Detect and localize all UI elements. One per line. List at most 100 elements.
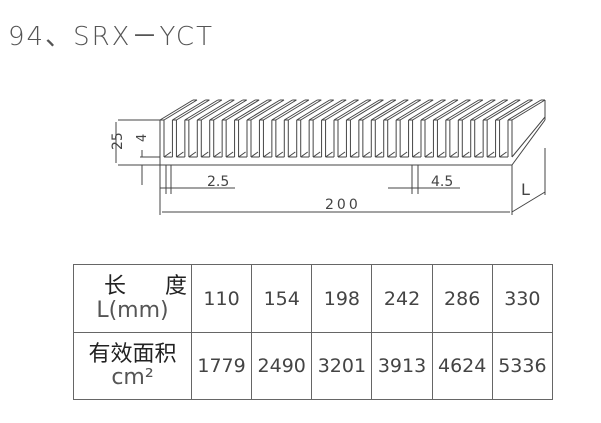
area-cell: 1779 [190, 332, 253, 400]
table-row-length: 长度 L(mm) 110 154 198 242 286 330 [73, 264, 554, 333]
fin-depth [395, 99, 430, 121]
gap-depth [275, 151, 284, 158]
fin-depth [234, 99, 268, 121]
area-cell: 3201 [311, 332, 373, 400]
fin-depth [163, 99, 198, 121]
fin-depth [176, 99, 210, 121]
area-unit: cm² [111, 365, 154, 390]
gap-depth [163, 151, 172, 158]
gap-depth [250, 151, 259, 158]
area-cell: 2490 [251, 332, 313, 400]
dim-fin-label: 2.5 [207, 174, 229, 190]
gap-depth [300, 151, 309, 158]
fin-depth [225, 99, 260, 121]
page-title: 94、SRX－YCT [8, 22, 214, 52]
length-cell: 286 [431, 264, 493, 333]
fin-depth [188, 99, 223, 121]
fin-depth [511, 99, 546, 121]
fin-depth [458, 99, 492, 121]
fin-depth [408, 99, 442, 121]
fin-depth [486, 99, 521, 121]
fin-depth [507, 99, 542, 121]
gap-depth [238, 151, 246, 158]
gap-depth [424, 151, 433, 158]
fin-depth [238, 99, 272, 121]
fin-depth [288, 99, 322, 121]
gap-depth [312, 151, 321, 158]
fin-depth [474, 99, 508, 121]
fin-depth [201, 99, 235, 121]
gap-depth [387, 151, 396, 158]
fin-depth [172, 99, 206, 121]
gap-depth [374, 151, 383, 158]
fin-depth [362, 99, 397, 121]
fin-depth [424, 99, 459, 121]
base-side [511, 119, 546, 166]
fin-depth [271, 99, 306, 121]
fin-depth [499, 99, 533, 121]
gap-depth [337, 151, 346, 158]
gap-depth [176, 151, 184, 158]
gap-depth [350, 151, 358, 158]
gap-depth [188, 151, 197, 158]
gap-depth [325, 151, 333, 158]
dim-length-label: L [521, 180, 530, 199]
gap-depth [225, 151, 234, 158]
fin-depth [197, 99, 231, 121]
fin-depth [350, 99, 384, 121]
fin-depth [495, 99, 529, 121]
fin-depth [346, 99, 380, 121]
gap-depth [461, 151, 470, 158]
fin-depth [263, 99, 297, 121]
fin-depth [308, 99, 343, 121]
length-header: 长度 L(mm) [73, 264, 192, 333]
fin-depth [482, 99, 517, 121]
fin-depth [250, 99, 285, 121]
fin-depth [159, 99, 194, 121]
gap-depth [486, 151, 495, 158]
fin-depth [246, 99, 281, 121]
length-cell: 154 [251, 264, 313, 333]
fin-depth [284, 99, 318, 121]
gap-depth [287, 151, 296, 158]
fin-depth [221, 99, 256, 121]
fin-depth [333, 99, 368, 121]
dim-height-label: 25 [110, 132, 126, 150]
fin-depth [420, 99, 455, 121]
gap-depth [263, 151, 271, 158]
dim-L [511, 191, 546, 213]
spec-table: 长度 L(mm) 110 154 198 242 286 330 有效面积 cm… [73, 264, 554, 400]
fin-depth [300, 99, 334, 121]
fin-depth [325, 99, 359, 121]
length-cell: 198 [311, 264, 373, 333]
area-cell: 4624 [431, 332, 493, 400]
fin-depth [321, 99, 355, 121]
fin-depth [259, 99, 293, 121]
heatsink-drawing: 25 4 2.5 4.5 200 L [110, 99, 546, 215]
area-cell: 3913 [371, 332, 433, 400]
fin-depth [358, 99, 393, 121]
dim-base-label: 4 [135, 134, 150, 142]
dim-width-label: 200 [325, 197, 361, 213]
gap-depth [437, 151, 445, 158]
table-row-area: 有效面积 cm² 1779 2490 3201 3913 4624 5336 [73, 332, 554, 400]
length-unit: L(mm) [96, 297, 169, 323]
fin-depth [433, 99, 467, 121]
fin-depth [275, 99, 310, 121]
gap-depth [399, 151, 408, 158]
gap-depth [449, 151, 458, 158]
gap-depth [213, 151, 222, 158]
fin-depth [209, 99, 243, 121]
area-cell: 5336 [491, 332, 554, 400]
fin-depth [375, 99, 409, 121]
length-cell: 110 [190, 264, 253, 333]
gap-depth [499, 151, 507, 158]
fin-depth [213, 99, 247, 121]
fin-depth [445, 99, 480, 121]
gap-depth [200, 151, 209, 158]
fin-depth [184, 99, 219, 121]
fin-depth [383, 99, 417, 121]
fin-depth [399, 99, 434, 121]
area-label-cn: 有效面积 [88, 341, 177, 367]
fin-depth [470, 99, 504, 121]
